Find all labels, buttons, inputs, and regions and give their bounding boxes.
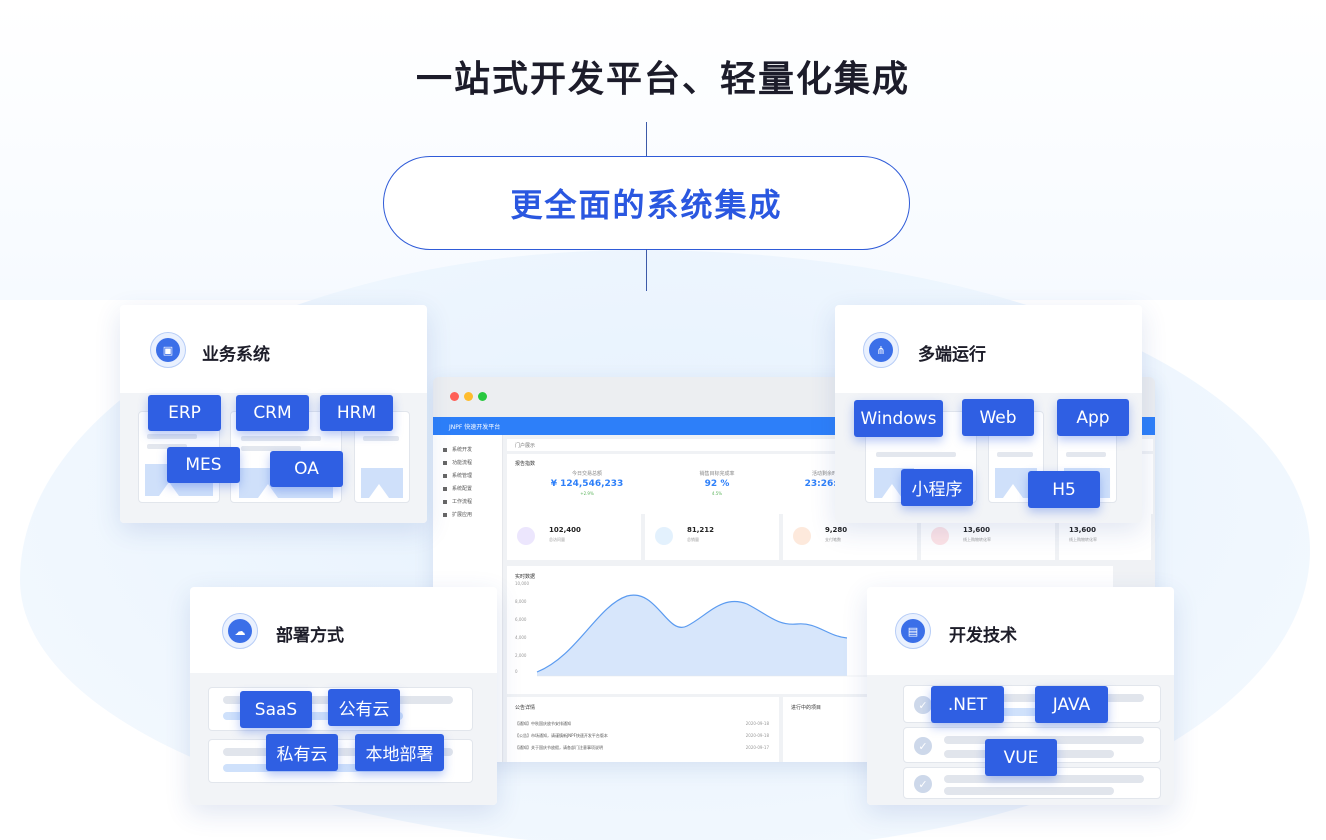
integration-pill: 更全面的系统集成	[383, 156, 910, 250]
tag-public-cloud: 公有云	[328, 689, 400, 726]
tag-hrm: HRM	[320, 395, 393, 431]
tag-mini-program: 小程序	[901, 469, 973, 506]
card-title: 多端运行	[918, 345, 986, 365]
check-icon: ✓	[914, 696, 932, 714]
tag-web: Web	[962, 399, 1034, 436]
tag-dotnet: .NET	[931, 686, 1004, 723]
card-title: 业务系统	[202, 345, 270, 365]
metric: 今日交易总额 ¥ 124,546,233 +2.9%	[550, 471, 624, 496]
sidebar-item: 系统配置	[433, 482, 502, 495]
sidebar-item: 扩展应用	[433, 508, 502, 521]
metric: 销售目标完成率 92 % 4.5%	[699, 471, 735, 496]
y-tick: 0	[515, 669, 518, 674]
tag-windows: Windows	[854, 400, 943, 437]
card-title: 部署方式	[276, 626, 344, 646]
sidebar-item: 系统开发	[433, 443, 502, 456]
y-tick: 6,000	[515, 617, 527, 622]
notice-title: 公告详情	[515, 705, 536, 711]
connector-line-top	[646, 122, 647, 158]
sales-chart-icon	[655, 527, 673, 545]
project-title: 进行中的项目	[791, 705, 822, 711]
image-placeholder-icon	[361, 468, 403, 498]
maximize-dot-icon	[478, 392, 487, 401]
tag-saas: SaaS	[240, 691, 312, 728]
payment-icon	[793, 527, 811, 545]
menu-icon	[443, 447, 447, 452]
card-title: 开发技术	[949, 626, 1017, 646]
menu-icon	[443, 486, 447, 491]
visits-icon	[517, 527, 535, 545]
sidebar-item: 系统管理	[433, 469, 502, 482]
y-tick: 10,000	[515, 581, 529, 586]
sidebar-item: 功能流程	[433, 456, 502, 469]
menu-icon	[443, 473, 447, 478]
tag-mes: MES	[167, 447, 240, 483]
y-tick: 4,000	[515, 635, 527, 640]
tag-app: App	[1057, 399, 1129, 436]
dev-tech-card: ▤ 开发技术 ✓ ✓ ✓	[867, 587, 1174, 805]
menu-icon	[443, 499, 447, 504]
tag-private-cloud: 私有云	[266, 734, 338, 771]
check-icon: ✓	[914, 775, 932, 793]
minimize-dot-icon	[464, 392, 473, 401]
chart-title: 实时数据	[515, 574, 536, 580]
menu-icon	[443, 460, 447, 465]
y-tick: 8,000	[515, 599, 527, 604]
metrics-title: 报告指数	[515, 461, 536, 467]
headline: 一站式开发平台、轻量化集成	[415, 59, 910, 100]
tag-vue: VUE	[985, 739, 1057, 776]
menu-icon	[443, 512, 447, 517]
briefcase-icon: ▣	[150, 332, 186, 368]
conversion-icon	[931, 527, 949, 545]
tag-erp: ERP	[148, 395, 221, 431]
cloud-icon: ☁	[222, 613, 258, 649]
chart-line	[536, 594, 848, 673]
check-icon: ✓	[914, 737, 932, 755]
sidebar-item: 工作流程	[433, 495, 502, 508]
y-tick: 2,000	[515, 653, 527, 658]
chart-area	[537, 595, 847, 676]
metric: 活动剩余时间 23:26:59	[804, 471, 850, 489]
tag-java: JAVA	[1035, 686, 1108, 723]
tag-h5: H5	[1028, 471, 1100, 508]
tag-oa: OA	[270, 451, 343, 487]
connector-line-bottom	[646, 249, 647, 291]
close-dot-icon	[450, 392, 459, 401]
network-icon: ⋔	[863, 332, 899, 368]
tag-crm: CRM	[236, 395, 309, 431]
tag-on-premise: 本地部署	[355, 734, 444, 771]
folder-icon: ▤	[895, 613, 931, 649]
